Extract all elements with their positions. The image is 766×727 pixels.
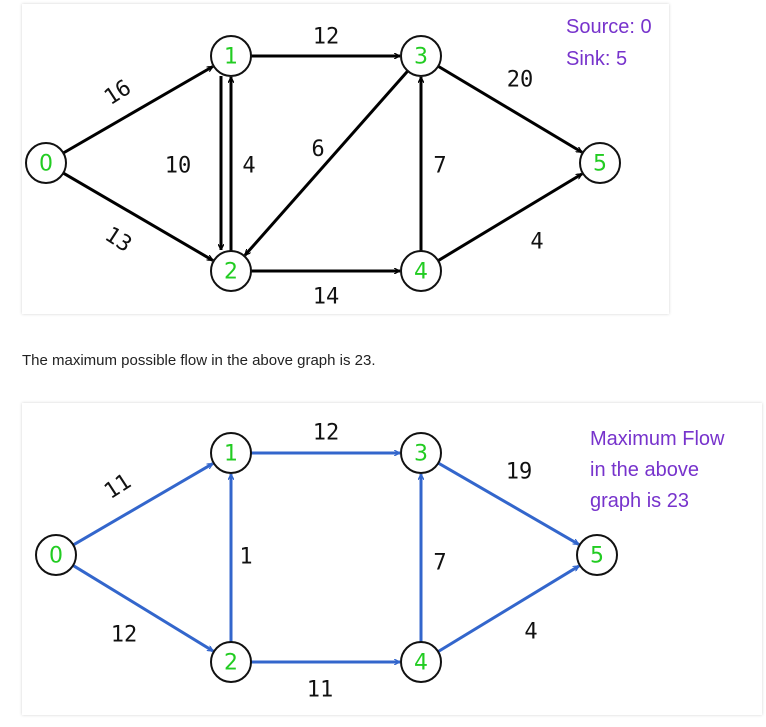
capacity-graph-edge-label-1-to-3: 12 bbox=[313, 25, 340, 50]
max-flow-note-line-2: in the above bbox=[590, 459, 699, 481]
flow-graph-edge-label-2-to-1: 1 bbox=[239, 545, 252, 570]
capacity-graph-edge-label-2-to-4: 14 bbox=[313, 285, 340, 310]
capacity-graph-edge-label-4-to-3: 7 bbox=[433, 154, 446, 179]
capacity-graph-node-2-label: 2 bbox=[224, 260, 238, 285]
flow-graph-node-0-circle bbox=[35, 534, 77, 576]
flow-graph-edge-3-to-5 bbox=[437, 461, 579, 546]
flow-graph-edge-label-4-to-3: 7 bbox=[433, 551, 446, 576]
max-flow-note-line-1: Maximum Flow bbox=[590, 428, 725, 450]
capacity-graph-node-4-label: 4 bbox=[414, 260, 428, 285]
sink-label: Sink: 5 bbox=[566, 48, 627, 70]
capacity-graph-edge-label-0-to-1: 16 bbox=[100, 75, 136, 110]
capacity-graph-edge-3-to-2 bbox=[243, 69, 409, 255]
flow-graph-edge-label-0-to-2: 12 bbox=[111, 623, 138, 648]
flow-graph-edge-0-to-2 bbox=[72, 564, 213, 653]
flow-graph-node-5-label: 5 bbox=[590, 544, 604, 569]
capacity-graph-node-2-circle bbox=[210, 250, 252, 292]
flow-graph-node-1-circle bbox=[210, 432, 252, 474]
max-flow-note-line-3: graph is 23 bbox=[590, 490, 689, 512]
capacity-graph-edge-label-2-to-1: 4 bbox=[242, 154, 255, 179]
capacity-graph-node-4-circle bbox=[400, 250, 442, 292]
capacity-graph-edge-label-3-to-2: 9 bbox=[311, 134, 324, 159]
flow-graph-node-4-label: 4 bbox=[414, 651, 428, 676]
capacity-graph-node-0-circle bbox=[25, 142, 67, 184]
capacity-graph-node-5-label: 5 bbox=[593, 152, 607, 177]
capacity-graph-node-3-circle bbox=[400, 35, 442, 77]
flow-graph-edge-label-3-to-5: 19 bbox=[506, 460, 533, 485]
capacity-graph-edge-0-to-1 bbox=[62, 65, 213, 155]
capacity-graph-edge-label-4-to-5: 4 bbox=[530, 230, 543, 255]
source-label: Source: 0 bbox=[566, 16, 652, 38]
flow-graph-node-0-label: 0 bbox=[49, 544, 63, 569]
flow-graph-edge-0-to-1 bbox=[72, 462, 213, 547]
flow-graph-edge-label-4-to-5: 4 bbox=[524, 620, 537, 645]
capacity-graph-node-3-label: 3 bbox=[414, 45, 428, 70]
flow-graph-node-5-circle bbox=[576, 534, 618, 576]
flow-graph-edge-label-0-to-1: 11 bbox=[100, 469, 136, 504]
capacity-graph-edge-label-3-to-5: 20 bbox=[507, 68, 534, 93]
flow-graph-edge-label-1-to-3: 12 bbox=[313, 421, 340, 446]
flow-graph-edge-label-2-to-4: 11 bbox=[307, 678, 334, 703]
flow-graph-node-3-circle bbox=[400, 432, 442, 474]
capacity-graph-node-1-label: 1 bbox=[224, 45, 238, 70]
capacity-graph-edge-0-to-2 bbox=[62, 171, 213, 262]
capacity-graph-edge-3-to-5 bbox=[437, 64, 582, 154]
flow-graph-node-2-circle bbox=[210, 641, 252, 683]
flow-graph-node-1-label: 1 bbox=[224, 442, 238, 467]
capacity-graph-edge-label-1-to-2: 10 bbox=[165, 154, 192, 179]
capacity-graph-edge-4-to-5 bbox=[437, 172, 582, 262]
flow-graph-node-2-label: 2 bbox=[224, 651, 238, 676]
capacity-graph-edge-label-0-to-2: 13 bbox=[100, 222, 136, 257]
capacity-graph-node-0-label: 0 bbox=[39, 152, 53, 177]
max-flow-caption: The maximum possible flow in the above g… bbox=[22, 352, 376, 369]
capacity-graph-node-5-circle bbox=[579, 142, 621, 184]
flow-graph-node-4-circle bbox=[400, 641, 442, 683]
flow-graph-edge-4-to-5 bbox=[437, 564, 579, 653]
flow-graph-node-3-label: 3 bbox=[414, 442, 428, 467]
capacity-graph-node-1-circle bbox=[210, 35, 252, 77]
